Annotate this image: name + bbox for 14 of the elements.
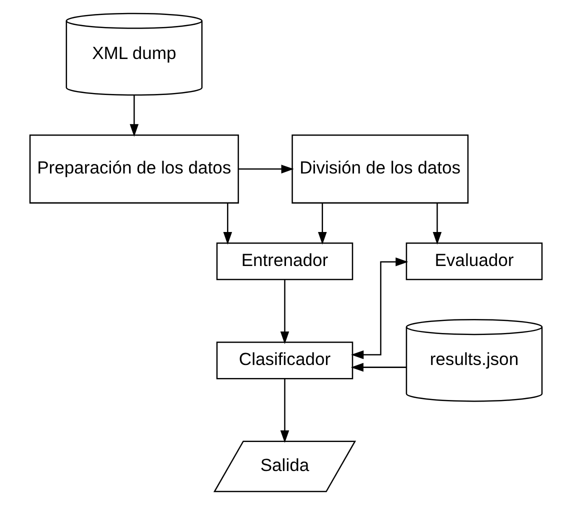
node-box: Preparación de los datos	[28, 134, 238, 204]
node-box: División de los datos	[291, 134, 468, 204]
arrow	[350, 362, 406, 372]
node-box: Clasificador	[216, 342, 353, 380]
arrow	[238, 164, 294, 174]
arrow	[280, 378, 289, 443]
arrow	[318, 203, 326, 245]
node-box: Evaluador	[405, 242, 542, 280]
arrow	[129, 95, 138, 137]
arrow	[432, 203, 442, 245]
arrow	[350, 258, 408, 360]
arrow	[222, 203, 232, 245]
arrow	[280, 280, 289, 344]
node-box: Entrenador	[216, 242, 353, 280]
